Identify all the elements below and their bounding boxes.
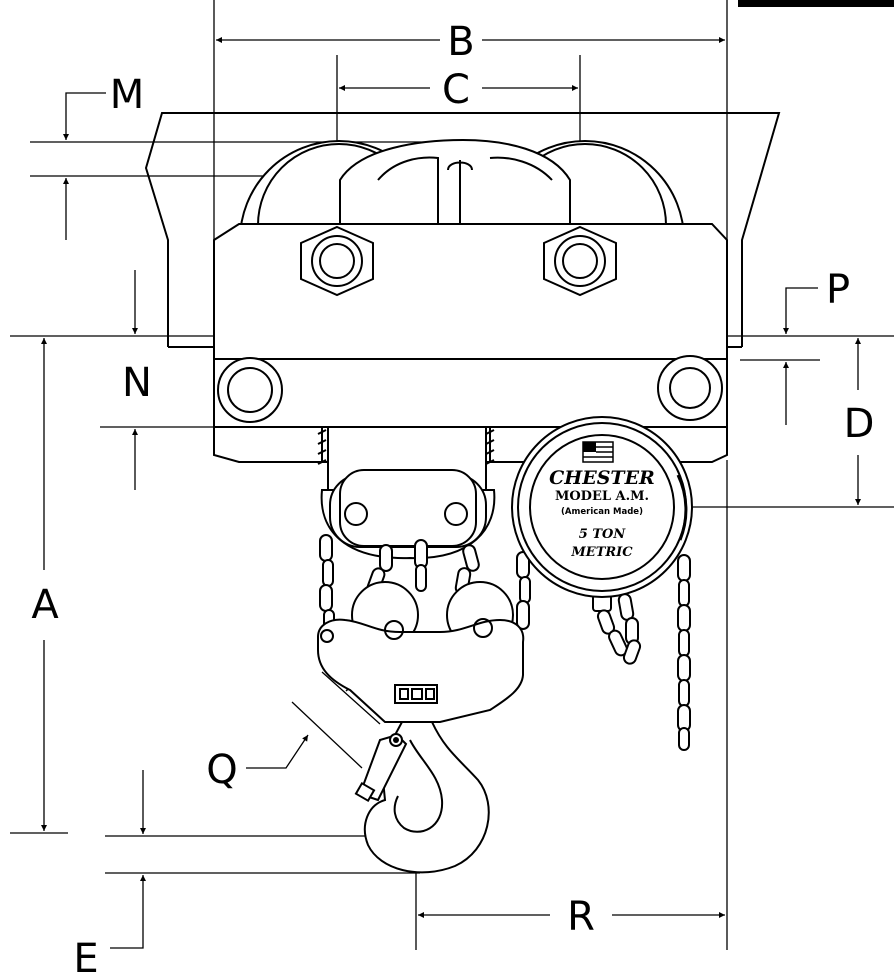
dim-label-q: Q: [206, 747, 237, 793]
nameplate-brand: CHESTER: [549, 467, 655, 489]
dim-label-n: N: [122, 360, 152, 406]
trolley-side-plate: [213, 223, 728, 463]
dim-label-m: M: [110, 72, 145, 118]
trolley-wheels: [238, 138, 686, 241]
hook: [354, 721, 490, 874]
nameplate-unit: METRIC: [570, 545, 633, 560]
nameplate-capacity: 5 TON: [579, 527, 627, 542]
dim-label-b: B: [447, 19, 474, 65]
nameplate-origin: (American Made): [561, 507, 643, 517]
dimension-labels: B C M N P D A Q R E: [31, 19, 874, 977]
dim-label-d: D: [844, 401, 875, 447]
dim-label-c: C: [442, 67, 470, 113]
hand-chain: [592, 554, 691, 751]
us-flag-icon: [582, 441, 614, 463]
dim-label-a: A: [31, 582, 59, 628]
corner-bar: [738, 0, 894, 7]
hoist-hanger: [317, 426, 496, 560]
dim-label-p: P: [826, 267, 850, 313]
lower-block: [317, 618, 525, 723]
nameplate-wheel: CHESTER MODEL A.M. (American Made) 5 TON…: [511, 416, 693, 598]
nameplate-model: MODEL A.M.: [555, 489, 649, 504]
dim-label-e: E: [73, 936, 98, 977]
dim-label-r: R: [567, 894, 595, 940]
